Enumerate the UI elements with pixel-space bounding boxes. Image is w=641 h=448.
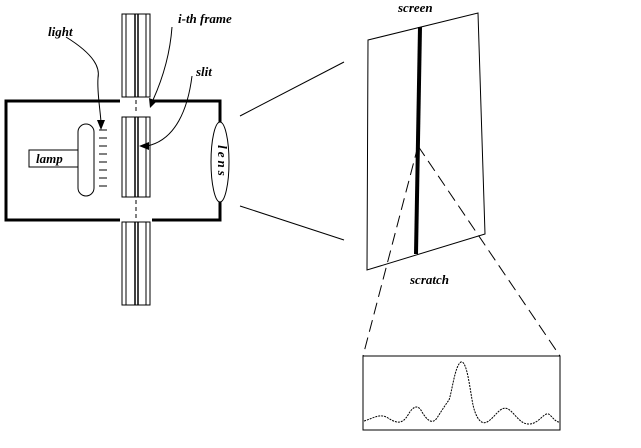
inset-frame (362, 355, 561, 431)
lamp-label: lamp (36, 151, 63, 166)
projection-line-top (239, 61, 345, 117)
slit-arrowhead (139, 142, 149, 150)
intensity-curve (363, 361, 560, 425)
housing-left-part (4, 99, 120, 222)
zoom-line-left (362, 145, 419, 357)
slit-arrow (146, 75, 193, 147)
light-arrow (65, 36, 102, 123)
scratch-label: scratch (409, 272, 449, 287)
frame-label: i-th frame (178, 11, 232, 26)
frame-arrow (152, 26, 173, 101)
film-strip (121, 13, 151, 306)
lamp (28, 123, 107, 197)
zoom-line-right (417, 145, 561, 357)
intensity-profile-inset (362, 355, 561, 431)
light-arrowhead (97, 120, 105, 130)
screen-panel (366, 12, 486, 271)
screen (366, 12, 486, 271)
frame-arrowhead (149, 98, 157, 108)
film-segment-bottom (121, 221, 151, 306)
slit-label: slit (195, 64, 212, 79)
scratch-line (414, 26, 422, 255)
film-segment-middle (121, 116, 151, 198)
light-rays (99, 129, 107, 187)
screen-label: screen (397, 0, 433, 15)
light-label: light (48, 24, 73, 39)
lamp-bulb (77, 123, 95, 197)
lens-label: lens (215, 145, 230, 179)
housing-right-part (152, 99, 222, 222)
film-segment-top (121, 13, 151, 98)
lens (210, 121, 230, 203)
projection-line-bottom (239, 205, 345, 241)
callout-arrows (65, 26, 193, 150)
